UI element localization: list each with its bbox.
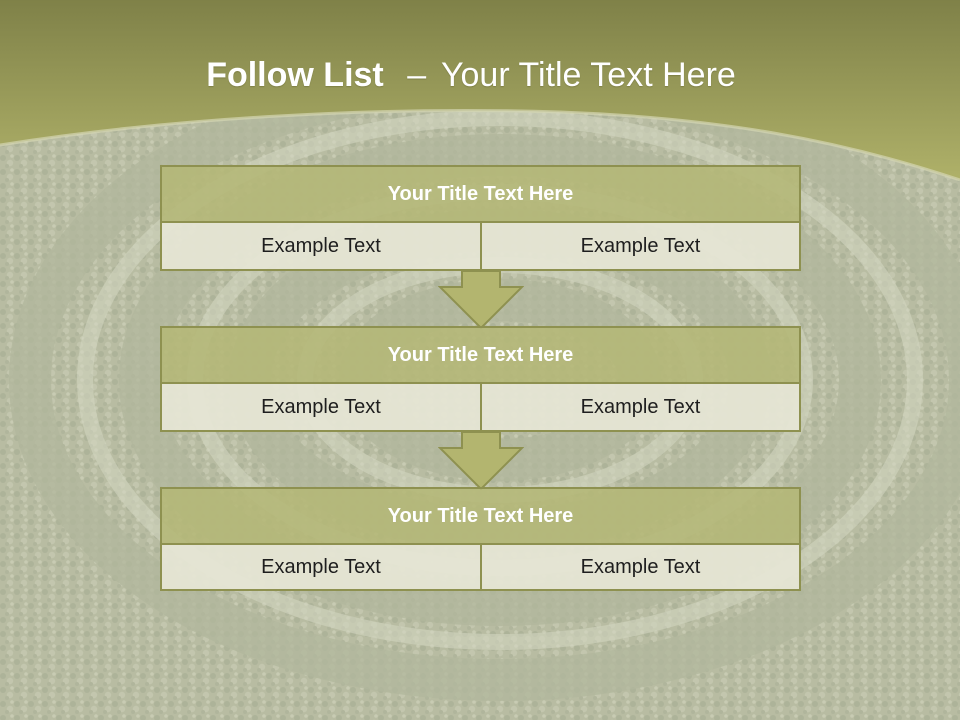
- title-bold: Follow List: [206, 56, 384, 94]
- step-cell-right: Example Text: [480, 382, 801, 432]
- slide-title: Follow List – Your Title Text Here: [0, 52, 942, 98]
- step-title: Your Title Text Here: [160, 487, 801, 545]
- step-cell-left: Example Text: [160, 382, 482, 432]
- step-title: Your Title Text Here: [160, 326, 801, 384]
- step-title: Your Title Text Here: [160, 165, 801, 223]
- step-cell-left: Example Text: [160, 221, 482, 271]
- title-dash: –: [407, 56, 427, 94]
- title-rest: Your Title Text Here: [440, 56, 736, 94]
- down-arrow-icon: [438, 270, 524, 330]
- step-cell-right: Example Text: [480, 543, 801, 591]
- step-cell-left: Example Text: [160, 543, 482, 591]
- step-cell-right: Example Text: [480, 221, 801, 271]
- down-arrow-icon: [438, 431, 524, 491]
